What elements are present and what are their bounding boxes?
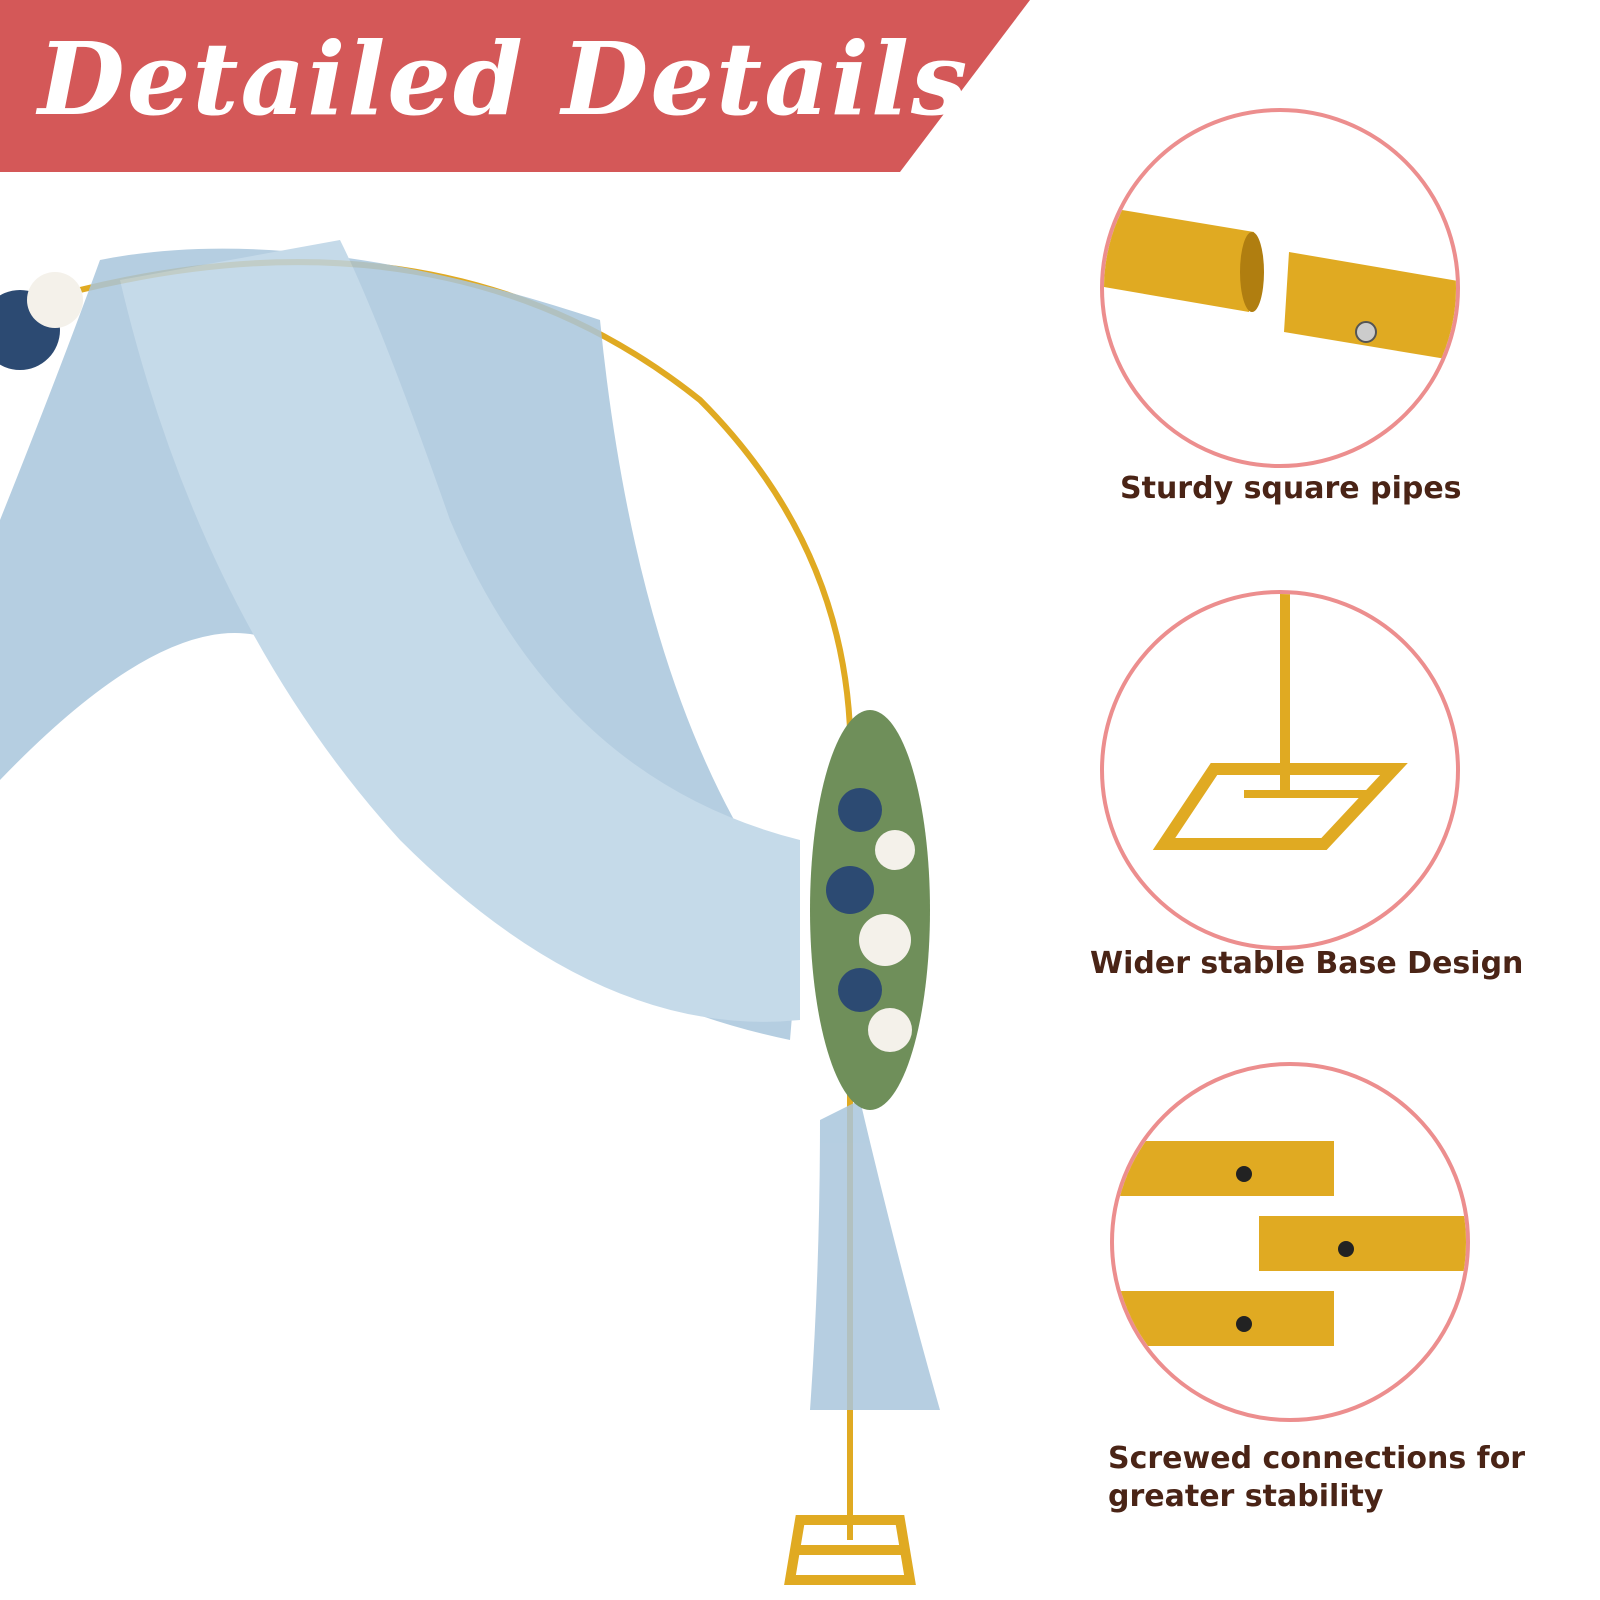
title-banner xyxy=(0,0,1030,172)
detail-caption: Wider stable Base Design xyxy=(1090,946,1524,981)
pipe-joint-icon xyxy=(1104,207,1456,361)
flower-cluster xyxy=(0,272,930,1110)
arch-base xyxy=(784,1515,916,1585)
detail-caption: Sturdy square pipes xyxy=(1120,471,1462,506)
screw-pipes-icon xyxy=(1114,1141,1466,1346)
detail-circle-base xyxy=(1100,590,1460,950)
base-frame-icon xyxy=(1152,594,1408,850)
detail-circle-pipes xyxy=(1100,108,1460,468)
banner-title: Detailed Details xyxy=(38,20,970,138)
drape-fabric xyxy=(0,240,940,1410)
arch-product-image xyxy=(0,240,940,1585)
detail-circle-screws xyxy=(1110,1062,1470,1422)
detail-caption: Screwed connections for greater stabilit… xyxy=(1108,1441,1526,1514)
